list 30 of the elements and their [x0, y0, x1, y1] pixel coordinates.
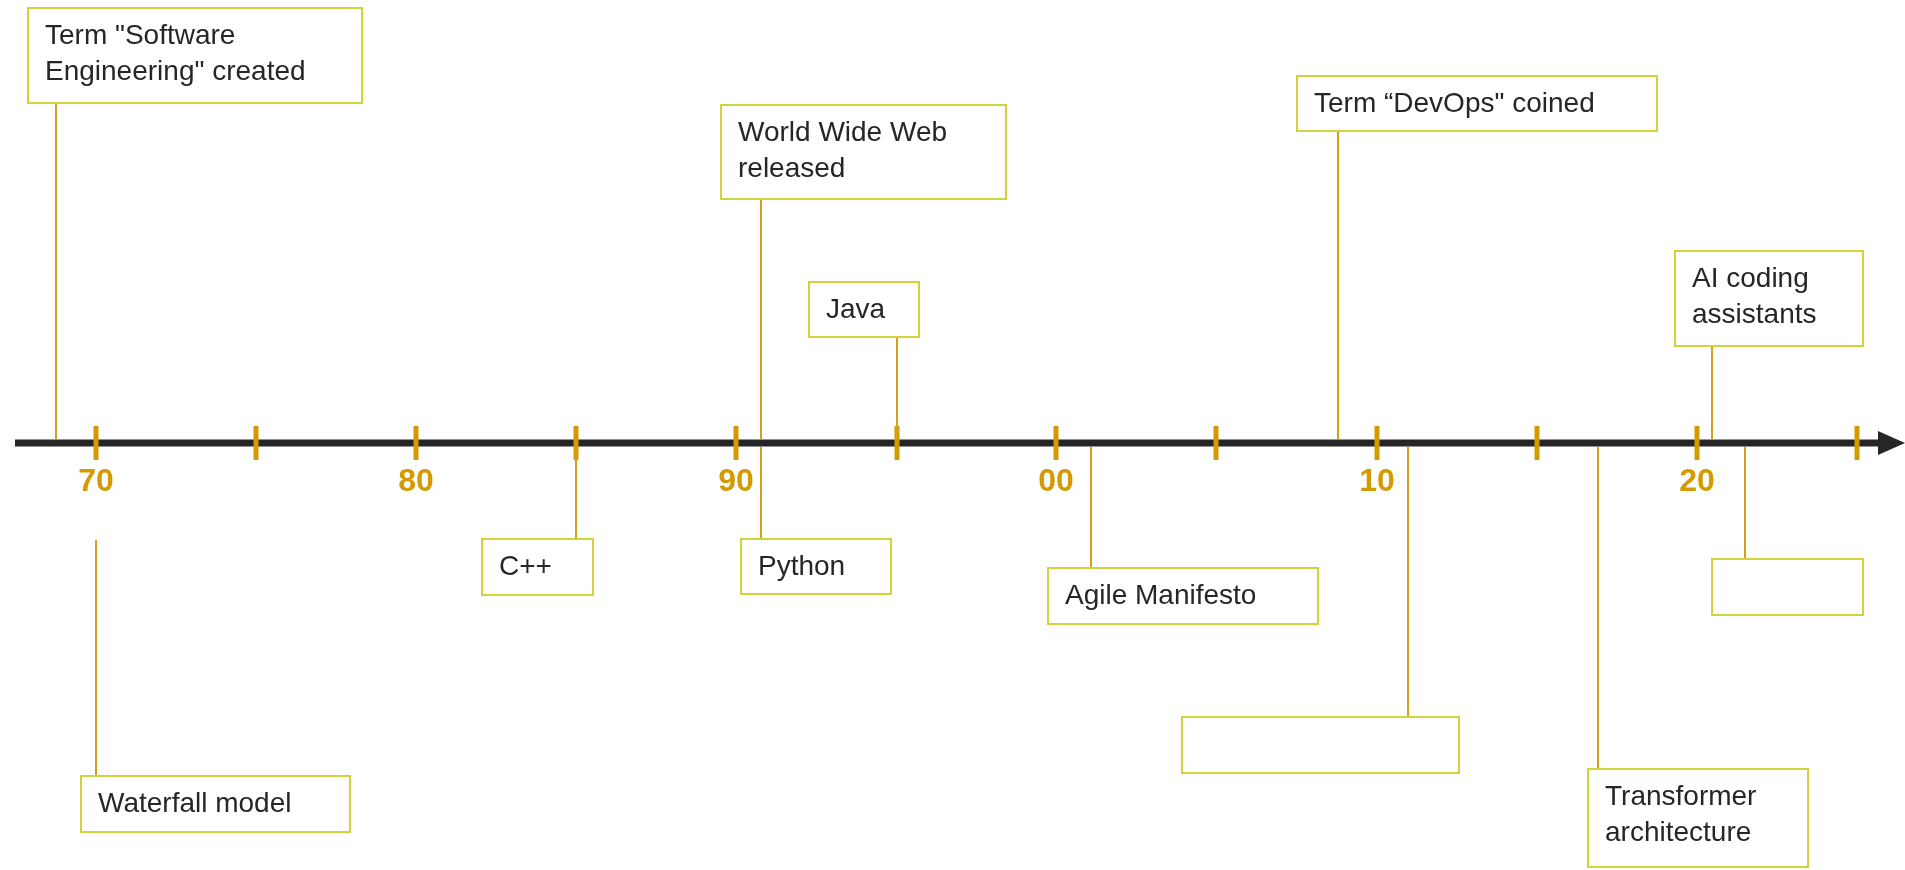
leader-line	[575, 446, 577, 539]
leader-line	[55, 103, 57, 440]
leader-line	[896, 337, 898, 440]
event-box: Java	[808, 281, 920, 338]
leader-line	[1337, 131, 1339, 440]
tick-label: 70	[78, 462, 114, 499]
tick-label: 90	[718, 462, 754, 499]
tick-label: 00	[1038, 462, 1074, 499]
event-box: Agile Manifesto	[1047, 567, 1319, 625]
event-box: C++	[481, 538, 594, 596]
leader-line	[1711, 346, 1713, 440]
empty-event-box	[1711, 558, 1864, 616]
event-box: AI coding assistants	[1674, 250, 1864, 347]
event-box: Term “DevOps" coined	[1296, 75, 1658, 132]
event-box: Transformer architecture	[1587, 768, 1809, 868]
event-box: Term "Software Engineering" created	[27, 7, 363, 104]
leader-line	[1597, 446, 1599, 769]
event-box: World Wide Web released	[720, 104, 1007, 200]
event-box: Python	[740, 538, 892, 595]
leader-line	[760, 199, 762, 440]
leader-line	[760, 446, 762, 539]
tick-label: 20	[1679, 462, 1715, 499]
leader-line	[95, 539, 97, 776]
leader-line	[1407, 446, 1409, 717]
leader-line	[1744, 446, 1746, 559]
empty-event-box	[1181, 716, 1460, 774]
tick-label: 10	[1359, 462, 1395, 499]
leader-line	[1090, 446, 1092, 568]
event-box: Waterfall model	[80, 775, 351, 833]
tick-label: 80	[398, 462, 434, 499]
